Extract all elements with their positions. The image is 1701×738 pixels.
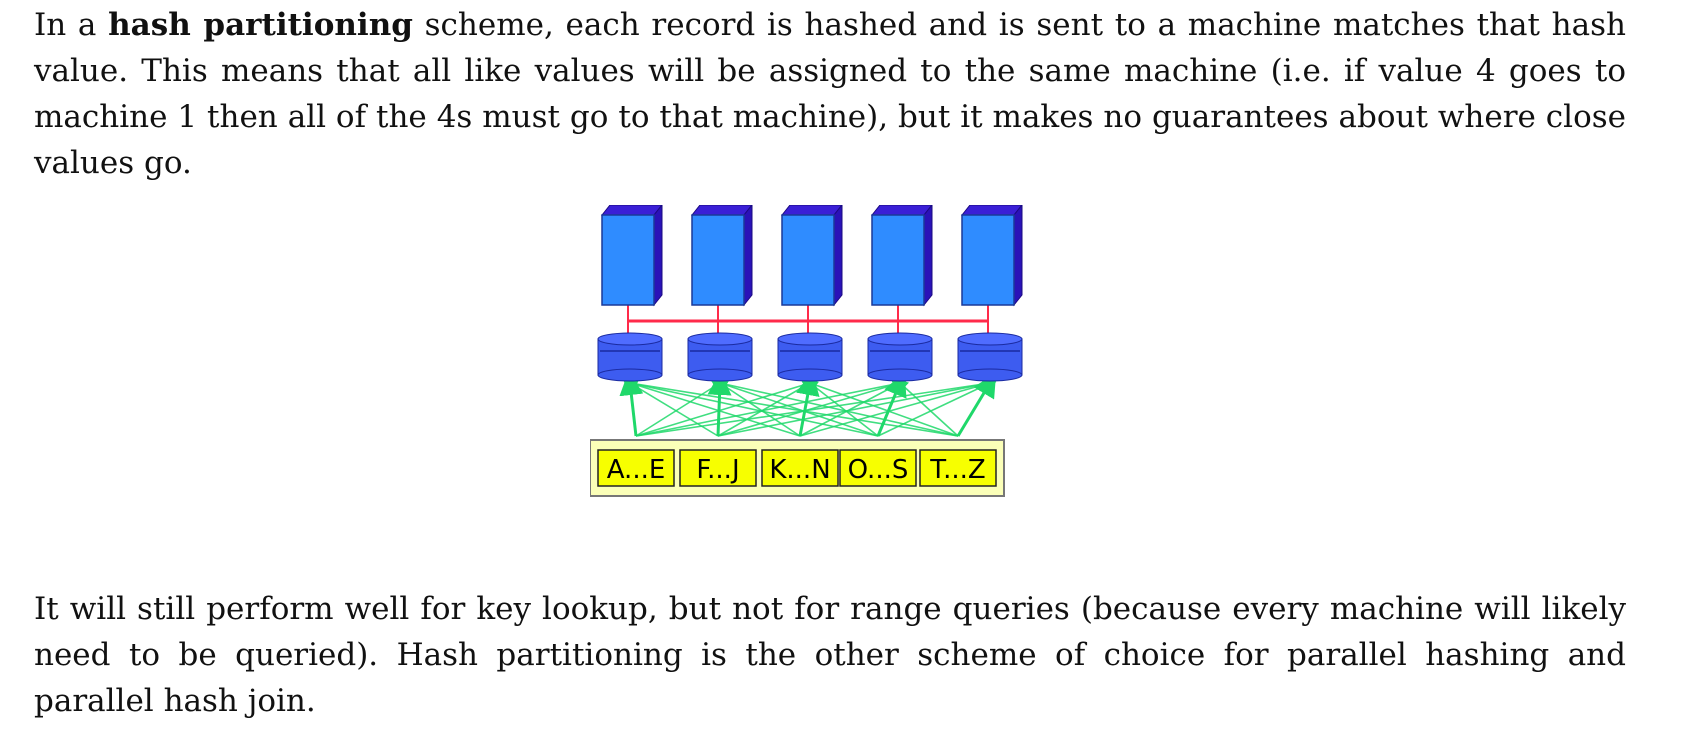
disk-top bbox=[597, 332, 663, 346]
disk-top bbox=[867, 332, 933, 346]
arrow-2-to-disk-2 bbox=[707, 371, 732, 437]
intro-paragraph: In a hash partitioning scheme, each reco… bbox=[34, 2, 1626, 186]
server-side bbox=[923, 205, 933, 307]
arrow-2-to-disk-5 bbox=[717, 377, 997, 437]
disk-4 bbox=[867, 332, 933, 382]
server-2 bbox=[690, 205, 753, 307]
server-front bbox=[961, 214, 1015, 306]
range-label-5: T...Z bbox=[929, 455, 985, 485]
disk-1 bbox=[597, 332, 663, 382]
server-front bbox=[871, 214, 925, 306]
range-cell-2: F...J bbox=[679, 449, 757, 487]
server-top bbox=[600, 205, 663, 216]
range-cell-box bbox=[761, 449, 839, 487]
disk-bottom bbox=[957, 368, 1023, 382]
arrow-4-to-disk-3 bbox=[804, 379, 879, 437]
disk-bottom bbox=[867, 368, 933, 382]
arrow-1-to-disk-2 bbox=[635, 379, 726, 437]
disk-top bbox=[957, 332, 1023, 346]
disk-2 bbox=[687, 332, 753, 382]
intro-text-rest: scheme, each record is hashed and is sen… bbox=[34, 7, 1626, 181]
disk-3 bbox=[777, 332, 843, 382]
partition-arrows bbox=[619, 371, 997, 437]
arrow-1-to-disk-5 bbox=[635, 377, 997, 437]
server-front bbox=[781, 214, 835, 306]
range-cell-box bbox=[597, 449, 675, 487]
arrow-1-to-disk-1 bbox=[619, 371, 644, 437]
arrow-5-to-disk-5 bbox=[956, 372, 997, 437]
disk-bottom bbox=[687, 368, 753, 382]
arrow-1-to-disk-4 bbox=[635, 377, 907, 437]
range-cell-box bbox=[919, 449, 997, 487]
server-4 bbox=[870, 205, 933, 307]
server-1 bbox=[600, 205, 663, 307]
server-side bbox=[833, 205, 843, 307]
range-label-2: F...J bbox=[696, 455, 739, 485]
arrow-1-to-disk-3 bbox=[635, 378, 817, 437]
disk-5 bbox=[957, 332, 1023, 382]
server-top bbox=[690, 205, 753, 216]
interconnect-bus bbox=[627, 305, 989, 335]
server-top bbox=[870, 205, 933, 216]
range-cell-box bbox=[839, 449, 917, 487]
arrow-4-to-disk-1 bbox=[623, 378, 879, 437]
server-5 bbox=[960, 205, 1023, 307]
server-row bbox=[600, 205, 1023, 307]
server-side bbox=[1013, 205, 1023, 307]
server-top bbox=[960, 205, 1023, 216]
range-cell-3: K...N bbox=[761, 449, 839, 487]
intro-text-start: In a bbox=[34, 7, 109, 43]
arrow-2-to-disk-4 bbox=[717, 378, 907, 437]
hash-partitioning-term: hash partitioning bbox=[108, 7, 413, 43]
arrow-5-to-disk-4 bbox=[895, 378, 959, 437]
server-side bbox=[743, 205, 753, 307]
range-cell-1: A...E bbox=[597, 449, 675, 487]
arrow-2-to-disk-1 bbox=[624, 379, 719, 437]
range-label-3: K...N bbox=[769, 455, 830, 485]
conclusion-paragraph: It will still perform well for key looku… bbox=[34, 591, 1626, 719]
server-3 bbox=[780, 205, 843, 307]
arrow-4-to-disk-5 bbox=[877, 379, 996, 437]
disk-row bbox=[597, 332, 1023, 382]
arrow-3-to-disk-2 bbox=[714, 379, 801, 437]
disk-bottom bbox=[597, 368, 663, 382]
arrow-5-to-disk-1 bbox=[623, 377, 959, 437]
key-range-bar: A...E F...J K...N O...S T...Z bbox=[590, 439, 1005, 497]
range-cell-5: T...Z bbox=[919, 449, 997, 487]
disk-bottom bbox=[777, 368, 843, 382]
server-top bbox=[780, 205, 843, 216]
arrow-5-to-disk-3 bbox=[803, 379, 959, 437]
server-side bbox=[653, 205, 663, 307]
range-label-4: O...S bbox=[848, 455, 909, 485]
hash-partitioning-diagram: A...E F...J K...N O...S T...Z bbox=[590, 205, 1070, 545]
range-label-1: A...E bbox=[607, 455, 666, 485]
server-front bbox=[691, 214, 745, 306]
range-cell-4: O...S bbox=[839, 449, 917, 487]
arrow-3-to-disk-5 bbox=[799, 378, 997, 437]
arrow-2-to-disk-3 bbox=[717, 379, 816, 437]
arrow-5-to-disk-2 bbox=[713, 378, 959, 437]
arrow-3-to-disk-4 bbox=[799, 380, 906, 437]
arrow-3-to-disk-1 bbox=[623, 378, 801, 437]
disk-top bbox=[777, 332, 843, 346]
range-cell-box bbox=[679, 449, 757, 487]
disk-top bbox=[687, 332, 753, 346]
server-front bbox=[601, 214, 655, 306]
